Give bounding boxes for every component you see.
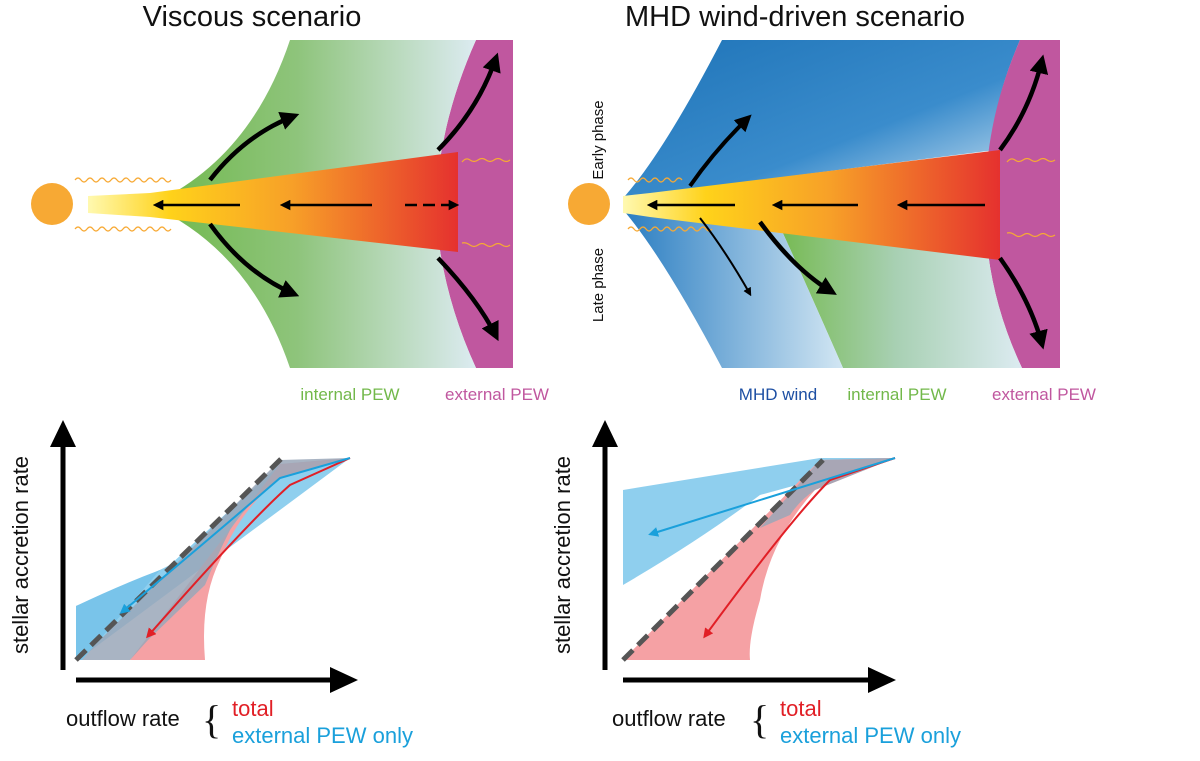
mhd-external-radiation-2 (1006, 232, 1056, 238)
viscous-external-outflow-arrow-up (436, 52, 501, 152)
mhd-star (568, 183, 610, 225)
viscous-star (31, 183, 73, 225)
mhd-legend-external: external PEW only (780, 723, 961, 748)
viscous-external-outflow-arrow-down (436, 256, 499, 342)
mhd-radiation-wave-bottom (627, 226, 713, 232)
mhd-wind-arrow-down (699, 217, 752, 297)
viscous-external-radiation-1 (461, 157, 511, 163)
viscous-y-axis-arrowhead (50, 420, 76, 447)
viscous-external-only-line (119, 457, 351, 614)
mhd-legend-brace: { (750, 697, 769, 742)
viscous-radiation-wave-bottom (74, 226, 172, 232)
viscous-external-pew-region (435, 40, 513, 368)
viscous-overlap-region (80, 458, 350, 660)
mhd-total-line (703, 457, 896, 639)
viscous-internal-outflow-arrow-down (208, 222, 300, 298)
mhd-wind-region-late (625, 205, 843, 368)
mhd-internal-pew-label: internal PEW (847, 385, 946, 404)
mhd-external-pew-region-lower (985, 205, 1060, 368)
viscous-external-pew-label: external PEW (445, 385, 549, 404)
mhd-title: MHD wind-driven scenario (625, 1, 965, 33)
viscous-x-label: outflow rate (66, 706, 180, 731)
mhd-wind-arrow-up (688, 114, 752, 188)
viscous-radiation-wave-top (74, 177, 172, 183)
mhd-panel: MHD wind-driven scenario Early phase (568, 1, 1096, 404)
mhd-external-pew-region-upper (985, 40, 1060, 205)
viscous-panel: Viscous scenario internal PEW external P… (31, 1, 549, 404)
mhd-legend-total: total (780, 696, 822, 721)
viscous-internal-outflow-arrow-up (208, 111, 300, 182)
mhd-external-pew-label: external PEW (992, 385, 1096, 404)
mhd-external-outflow-arrow-down (998, 256, 1048, 350)
viscous-x-axis-arrowhead (330, 667, 358, 693)
viscous-total-line (146, 457, 351, 639)
viscous-internal-pew-label: internal PEW (300, 385, 399, 404)
mhd-external-only-line (648, 457, 896, 537)
viscous-legend-brace: { (202, 697, 221, 742)
mhd-dashed-line (621, 458, 825, 662)
mhd-y-label: stellar accretion rate (550, 456, 575, 654)
viscous-legend-external: external PEW only (232, 723, 413, 748)
mhd-external-outflow-arrow-up (998, 54, 1049, 152)
mhd-early-phase-label: Early phase (590, 100, 607, 179)
mhd-wind-region-early (625, 40, 1020, 196)
mhd-internal-outflow-arrow-down (758, 220, 837, 295)
viscous-title: Viscous scenario (143, 1, 362, 33)
viscous-external-radiation-2 (461, 242, 511, 248)
viscous-plot: stellar accretion rate outflow rate { to… (8, 420, 413, 748)
viscous-y-label: stellar accretion rate (8, 456, 33, 654)
mhd-x-label: outflow rate (612, 706, 726, 731)
viscous-disk (88, 152, 458, 252)
mhd-plot: stellar accretion rate outflow rate { to… (550, 420, 961, 748)
viscous-dashed-line (74, 456, 284, 662)
viscous-legend-total: total (232, 696, 274, 721)
mhd-x-axis-arrowhead (868, 667, 896, 693)
mhd-total-band (623, 458, 895, 660)
viscous-total-band (130, 458, 350, 660)
mhd-wind-label: MHD wind (739, 385, 817, 404)
mhd-radiation-wave-top (627, 177, 683, 183)
mhd-overlap-region (760, 458, 895, 528)
mhd-late-phase-label: Late phase (590, 248, 607, 322)
mhd-external-radiation-1 (1006, 157, 1056, 163)
mhd-external-only-band (623, 458, 895, 585)
mhd-y-axis-arrowhead (592, 420, 618, 447)
